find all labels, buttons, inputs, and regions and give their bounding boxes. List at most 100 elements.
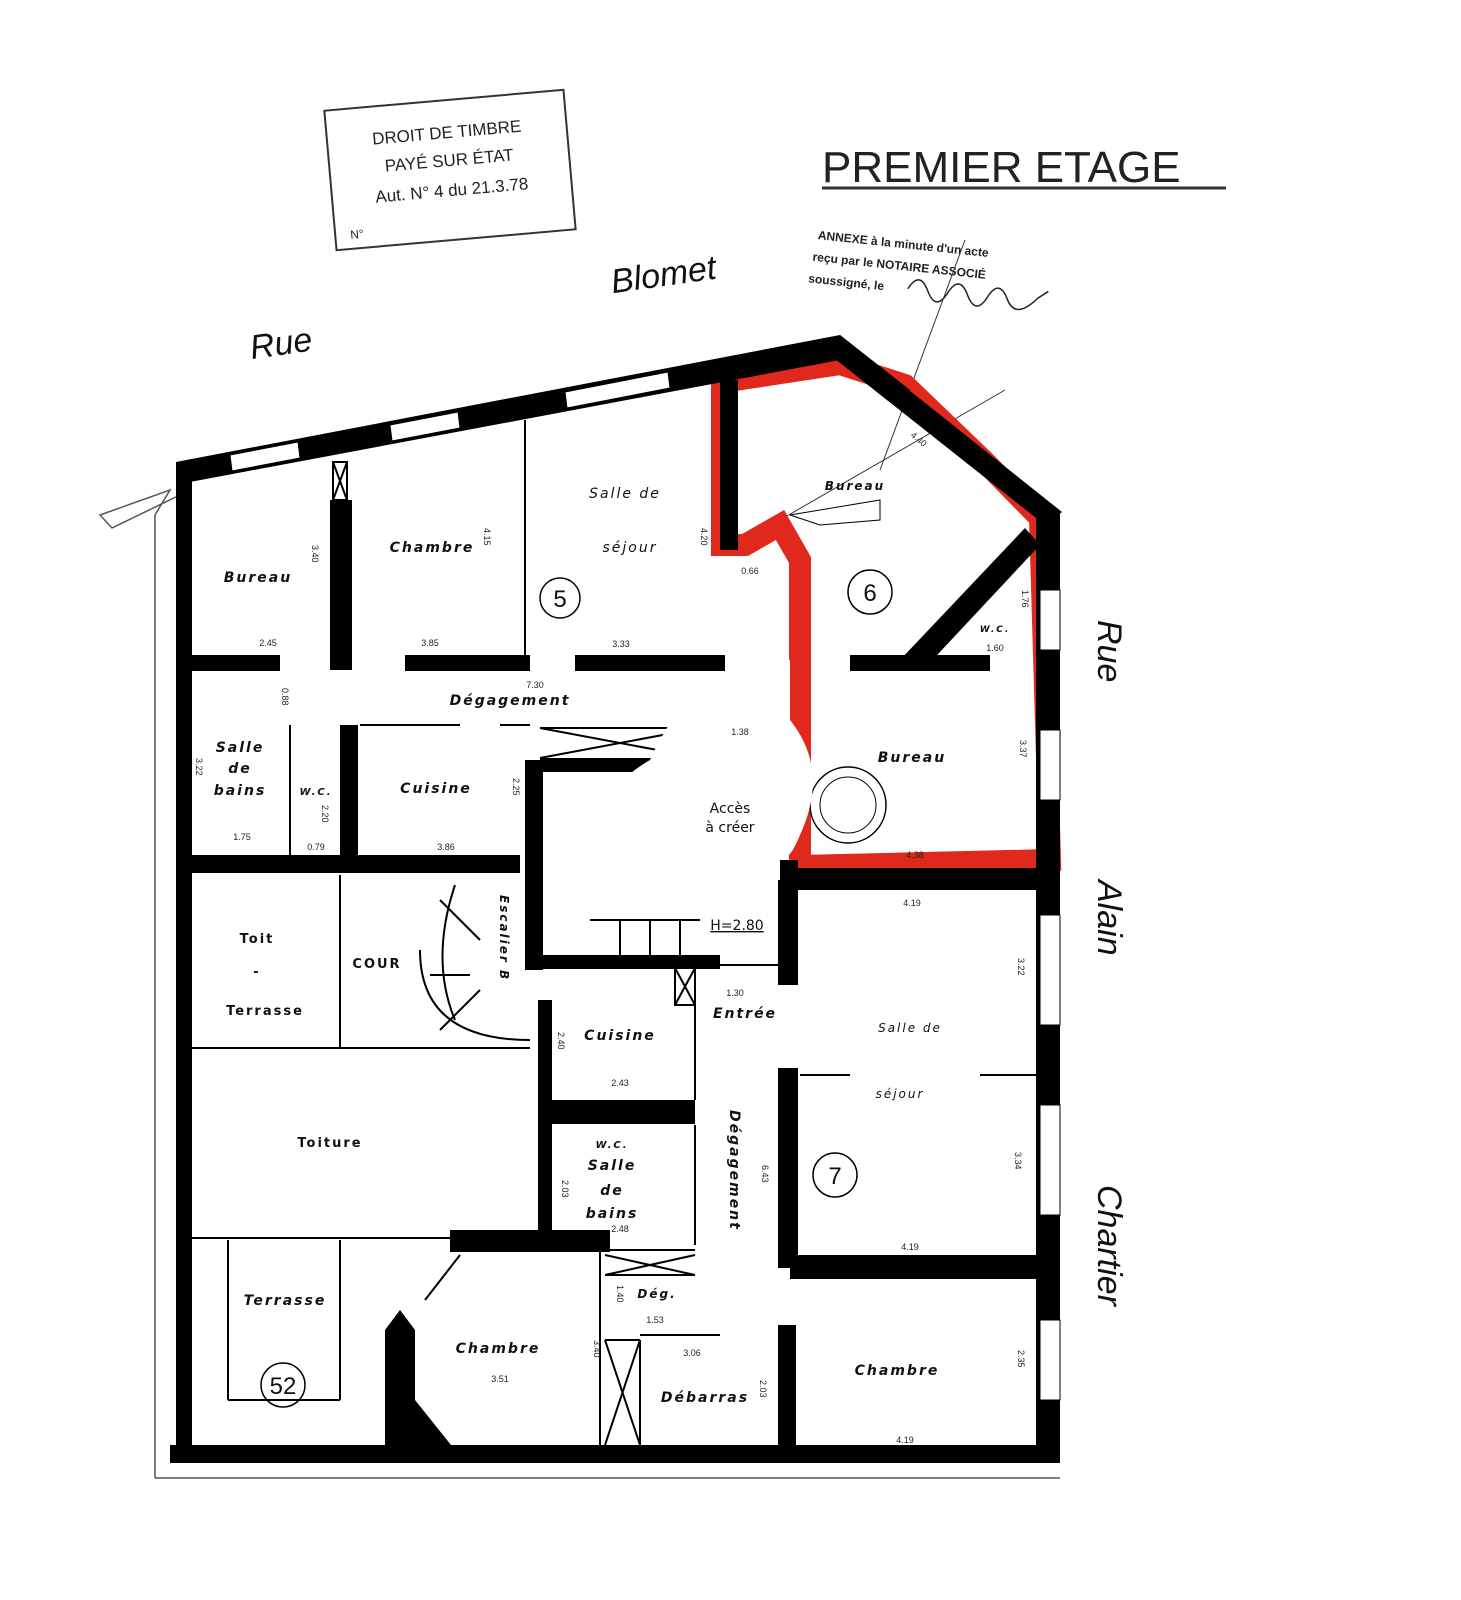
stamp-line: DROIT DE TIMBRE xyxy=(371,117,522,149)
dimension: 3.40 xyxy=(592,1340,602,1358)
dimension: 3.40 xyxy=(310,545,320,563)
dimension: 3.33 xyxy=(612,639,630,649)
dimension: 2.35 xyxy=(1016,1350,1026,1368)
dimension: 4.19 xyxy=(903,898,921,908)
room-label: Entrée xyxy=(713,1006,777,1022)
room-label: de xyxy=(228,761,252,777)
room-label: Salle xyxy=(588,1158,637,1174)
room-label: W.C. xyxy=(299,787,332,798)
lot-number: 52 xyxy=(270,1373,297,1400)
room-label: de xyxy=(600,1183,624,1199)
dimension: 1.76 xyxy=(1020,590,1030,608)
room-label: Chambre xyxy=(456,1341,541,1357)
dimension: 1.53 xyxy=(646,1315,664,1325)
dimension: 2.25 xyxy=(511,778,521,796)
dimension: 0.66 xyxy=(741,566,759,576)
dimension: 2.40 xyxy=(556,1032,566,1050)
room-label: W.C. xyxy=(595,1140,628,1151)
room-label: Terrasse xyxy=(244,1293,327,1309)
dimension-labels: 2.45 3.40 3.85 4.15 3.33 4.20 0.66 4.40 … xyxy=(194,430,1030,1445)
dimension: 3.22 xyxy=(1016,958,1026,976)
dimension: 3.34 xyxy=(1013,1152,1023,1170)
dimension: 1.40 xyxy=(615,1285,625,1303)
dimension: 4.40 xyxy=(909,430,929,449)
stamp-line: Aut. N° 4 du 21.3.78 xyxy=(375,174,529,206)
annex-note: ANNEXE à la minute d'un acte reçu par le… xyxy=(808,228,1049,311)
annex-leader-line xyxy=(779,389,1006,521)
room-label: Chambre xyxy=(855,1363,940,1379)
street-label: Blomet xyxy=(608,249,720,302)
street-label: Chartier xyxy=(1090,1185,1128,1308)
room-label: Escalier B xyxy=(497,895,511,981)
lot-circle xyxy=(812,1152,858,1198)
dimension: 2.45 xyxy=(259,638,277,648)
dimension: 1.75 xyxy=(233,832,251,842)
room-label: - xyxy=(253,965,260,980)
dimension: 1.30 xyxy=(726,988,744,998)
dimension: 4.20 xyxy=(699,528,709,546)
dimension: 3.06 xyxy=(683,1348,701,1358)
room-labels: Bureau Chambre Salle de séjour Bureau W.… xyxy=(214,479,1011,1406)
room-label: COUR xyxy=(352,957,401,972)
dimension: 2.03 xyxy=(758,1380,768,1398)
room-label: Bureau xyxy=(878,750,946,766)
annex-leader-line xyxy=(879,239,966,471)
room-label: Cuisine xyxy=(400,781,472,797)
outline xyxy=(98,488,181,1478)
dimension: 2.43 xyxy=(611,1078,629,1088)
room-label: séjour xyxy=(603,540,658,556)
street-label: Rue xyxy=(248,321,315,367)
room-label: Chambre xyxy=(390,540,475,556)
plan-title: PREMIER ETAGE xyxy=(822,143,1181,192)
room-label: Débarras xyxy=(661,1390,749,1406)
room-label: Bureau xyxy=(825,479,885,493)
dimension: 3.22 xyxy=(194,758,204,776)
dimension: 2.48 xyxy=(611,1224,629,1234)
room-label: Dégagement xyxy=(726,1110,742,1231)
windows xyxy=(229,371,1061,1401)
room-label: à créer xyxy=(705,820,754,836)
dimension: 4.19 xyxy=(901,1242,919,1252)
signature xyxy=(907,279,1049,311)
dimension: 4.15 xyxy=(482,528,492,546)
room-label: Salle de xyxy=(589,486,661,502)
lot-number: 7 xyxy=(828,1163,841,1190)
lot-circle xyxy=(260,1362,306,1408)
room-label: bains xyxy=(214,783,267,799)
lot-circle xyxy=(847,569,893,615)
lot-number: 5 xyxy=(553,586,566,613)
dimension: 2.03 xyxy=(560,1180,570,1198)
dimension: 6.43 xyxy=(760,1165,770,1183)
dimension: 4.19 xyxy=(896,1435,914,1445)
annex-line: soussigné, le xyxy=(808,271,885,293)
interior-walls xyxy=(190,380,1040,1455)
room-label: Toiture xyxy=(297,1136,362,1151)
room-label: Dégagement xyxy=(450,693,571,709)
lot-markers: 5 6 7 52 xyxy=(260,569,893,1408)
room-label: Salle de xyxy=(878,1021,942,1035)
dimension: 2.20 xyxy=(320,805,330,823)
room-label: Terrasse xyxy=(226,1004,304,1019)
room-label: Accès xyxy=(710,801,751,817)
stamp-line: PAYÉ SUR ÉTAT xyxy=(384,145,514,175)
dimension: 0.79 xyxy=(307,842,325,852)
lot-number: 6 xyxy=(863,580,876,607)
room-label: Bureau xyxy=(224,570,292,586)
street-label: Rue xyxy=(1090,620,1128,682)
dimension: 3.51 xyxy=(491,1374,509,1384)
dimension: 3.37 xyxy=(1018,740,1028,758)
erased-area xyxy=(595,659,813,890)
ceiling-height: H=2.80 xyxy=(710,918,763,934)
dimension: 3.86 xyxy=(437,842,455,852)
tax-stamp: DROIT DE TIMBRE PAYÉ SUR ÉTAT Aut. N° 4 … xyxy=(323,88,577,252)
room-label: W.C. xyxy=(980,625,1011,635)
room-label: Toit xyxy=(240,932,275,947)
dimension: 3.85 xyxy=(421,638,439,648)
room-label: Salle xyxy=(216,740,265,756)
dimension: 1.38 xyxy=(731,727,749,737)
lot-circle xyxy=(539,577,581,619)
dimension: 0.88 xyxy=(280,688,290,706)
dimension: 4.38 xyxy=(906,850,924,860)
stamp-line: N° xyxy=(350,227,365,242)
